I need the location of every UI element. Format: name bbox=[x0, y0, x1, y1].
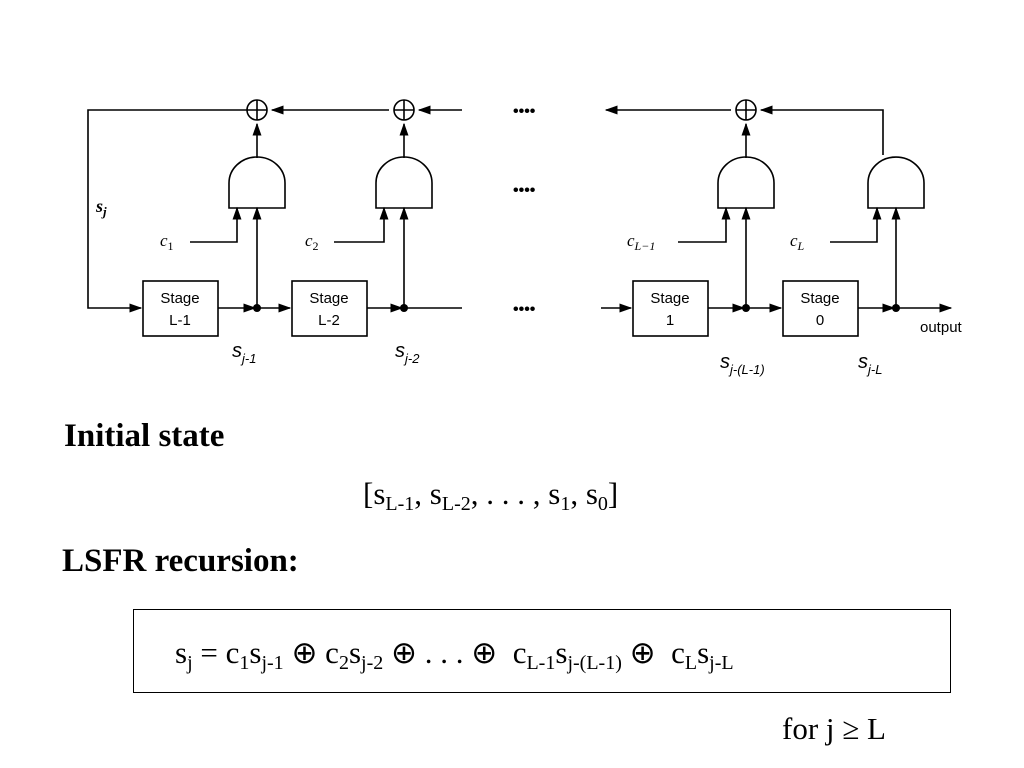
stage-label: L-2 bbox=[318, 312, 340, 329]
stage-box bbox=[632, 280, 709, 337]
recursion-heading: LSFR recursion: bbox=[62, 543, 299, 579]
formula-term: c1sj-1 bbox=[225, 635, 284, 674]
feedback-line bbox=[87, 109, 247, 313]
state-dots: . . . , bbox=[486, 476, 541, 511]
feedback-label: sj bbox=[95, 196, 107, 219]
ellipsis: •••• bbox=[513, 301, 536, 318]
xor-icon bbox=[393, 99, 415, 121]
stage-label: Stage bbox=[160, 290, 199, 307]
and-gate-icon bbox=[717, 156, 775, 209]
xor-symbol: ⊕ bbox=[629, 635, 656, 670]
stage-box bbox=[142, 280, 219, 337]
junction-dot bbox=[892, 304, 900, 312]
equals-sign: = bbox=[200, 635, 218, 670]
recursion-formula: sj = c1sj-1 ⊕ c2sj-2 ⊕ . . . ⊕ cL-1sj-(L… bbox=[175, 635, 734, 674]
lfsr-diagram: •••• •••• •••• sj Stage L-1 Stage L-2 St… bbox=[87, 99, 963, 377]
formula-term: cL-1sj-(L-1) bbox=[512, 635, 622, 674]
xor-icon bbox=[246, 99, 268, 121]
stage-label: Stage bbox=[800, 290, 839, 307]
xor-symbol: ⊕ bbox=[390, 635, 417, 670]
close-bracket: ] bbox=[607, 476, 619, 511]
tap-label: sj-1 bbox=[232, 340, 256, 366]
coef-label: c2 bbox=[305, 231, 319, 253]
formula-lhs: sj bbox=[175, 635, 193, 674]
xor-symbol: ⊕ bbox=[471, 635, 498, 670]
stage-label: Stage bbox=[650, 290, 689, 307]
and-gate-icon bbox=[228, 156, 286, 209]
open-bracket: [ bbox=[363, 476, 374, 511]
junction-dot bbox=[400, 304, 408, 312]
stage-label: L-1 bbox=[169, 312, 191, 329]
state-item: s0 bbox=[585, 476, 608, 515]
coef-label: cL−1 bbox=[627, 231, 655, 253]
recursion-condition: for j ≥ L bbox=[782, 711, 886, 746]
state-item: sL-2 bbox=[429, 476, 471, 515]
tap-label: sj-2 bbox=[395, 340, 420, 366]
coef-label: c1 bbox=[160, 231, 174, 253]
ellipsis: •••• bbox=[513, 103, 536, 120]
xor-icon bbox=[735, 99, 757, 121]
stage-label: 0 bbox=[816, 312, 824, 329]
coef-line bbox=[678, 206, 731, 243]
ellipsis: •••• bbox=[513, 182, 536, 199]
junction-dot bbox=[742, 304, 750, 312]
xor-symbol: ⊕ bbox=[291, 635, 318, 670]
stage-label: 1 bbox=[666, 312, 674, 329]
junction-dot bbox=[253, 304, 261, 312]
coef-label: cL bbox=[790, 231, 805, 253]
and-gate-icon bbox=[867, 156, 925, 209]
formula-term: cLsj-L bbox=[671, 635, 734, 674]
coef-line bbox=[334, 206, 389, 243]
and-gate-icon bbox=[375, 156, 433, 209]
initial-state-vector: [sL-1, sL-2, . . . , s1, s0] bbox=[363, 476, 619, 515]
state-item: s1 bbox=[548, 476, 571, 515]
stage-box bbox=[782, 280, 859, 337]
initial-state-heading: Initial state bbox=[64, 418, 225, 454]
state-item: sL-1 bbox=[373, 476, 415, 515]
coef-line bbox=[830, 206, 882, 243]
stage-box bbox=[291, 280, 368, 337]
tap-label: sj-L bbox=[858, 351, 882, 377]
formula-term: c2sj-2 bbox=[325, 635, 384, 674]
output-label: output bbox=[920, 319, 963, 336]
recursion-box bbox=[133, 609, 951, 693]
xor-chain-line bbox=[759, 105, 884, 155]
tap-label: sj-(L-1) bbox=[720, 351, 765, 377]
coef-line bbox=[190, 206, 242, 243]
formula-dots: . . . bbox=[424, 635, 464, 670]
stage-label: Stage bbox=[309, 290, 348, 307]
